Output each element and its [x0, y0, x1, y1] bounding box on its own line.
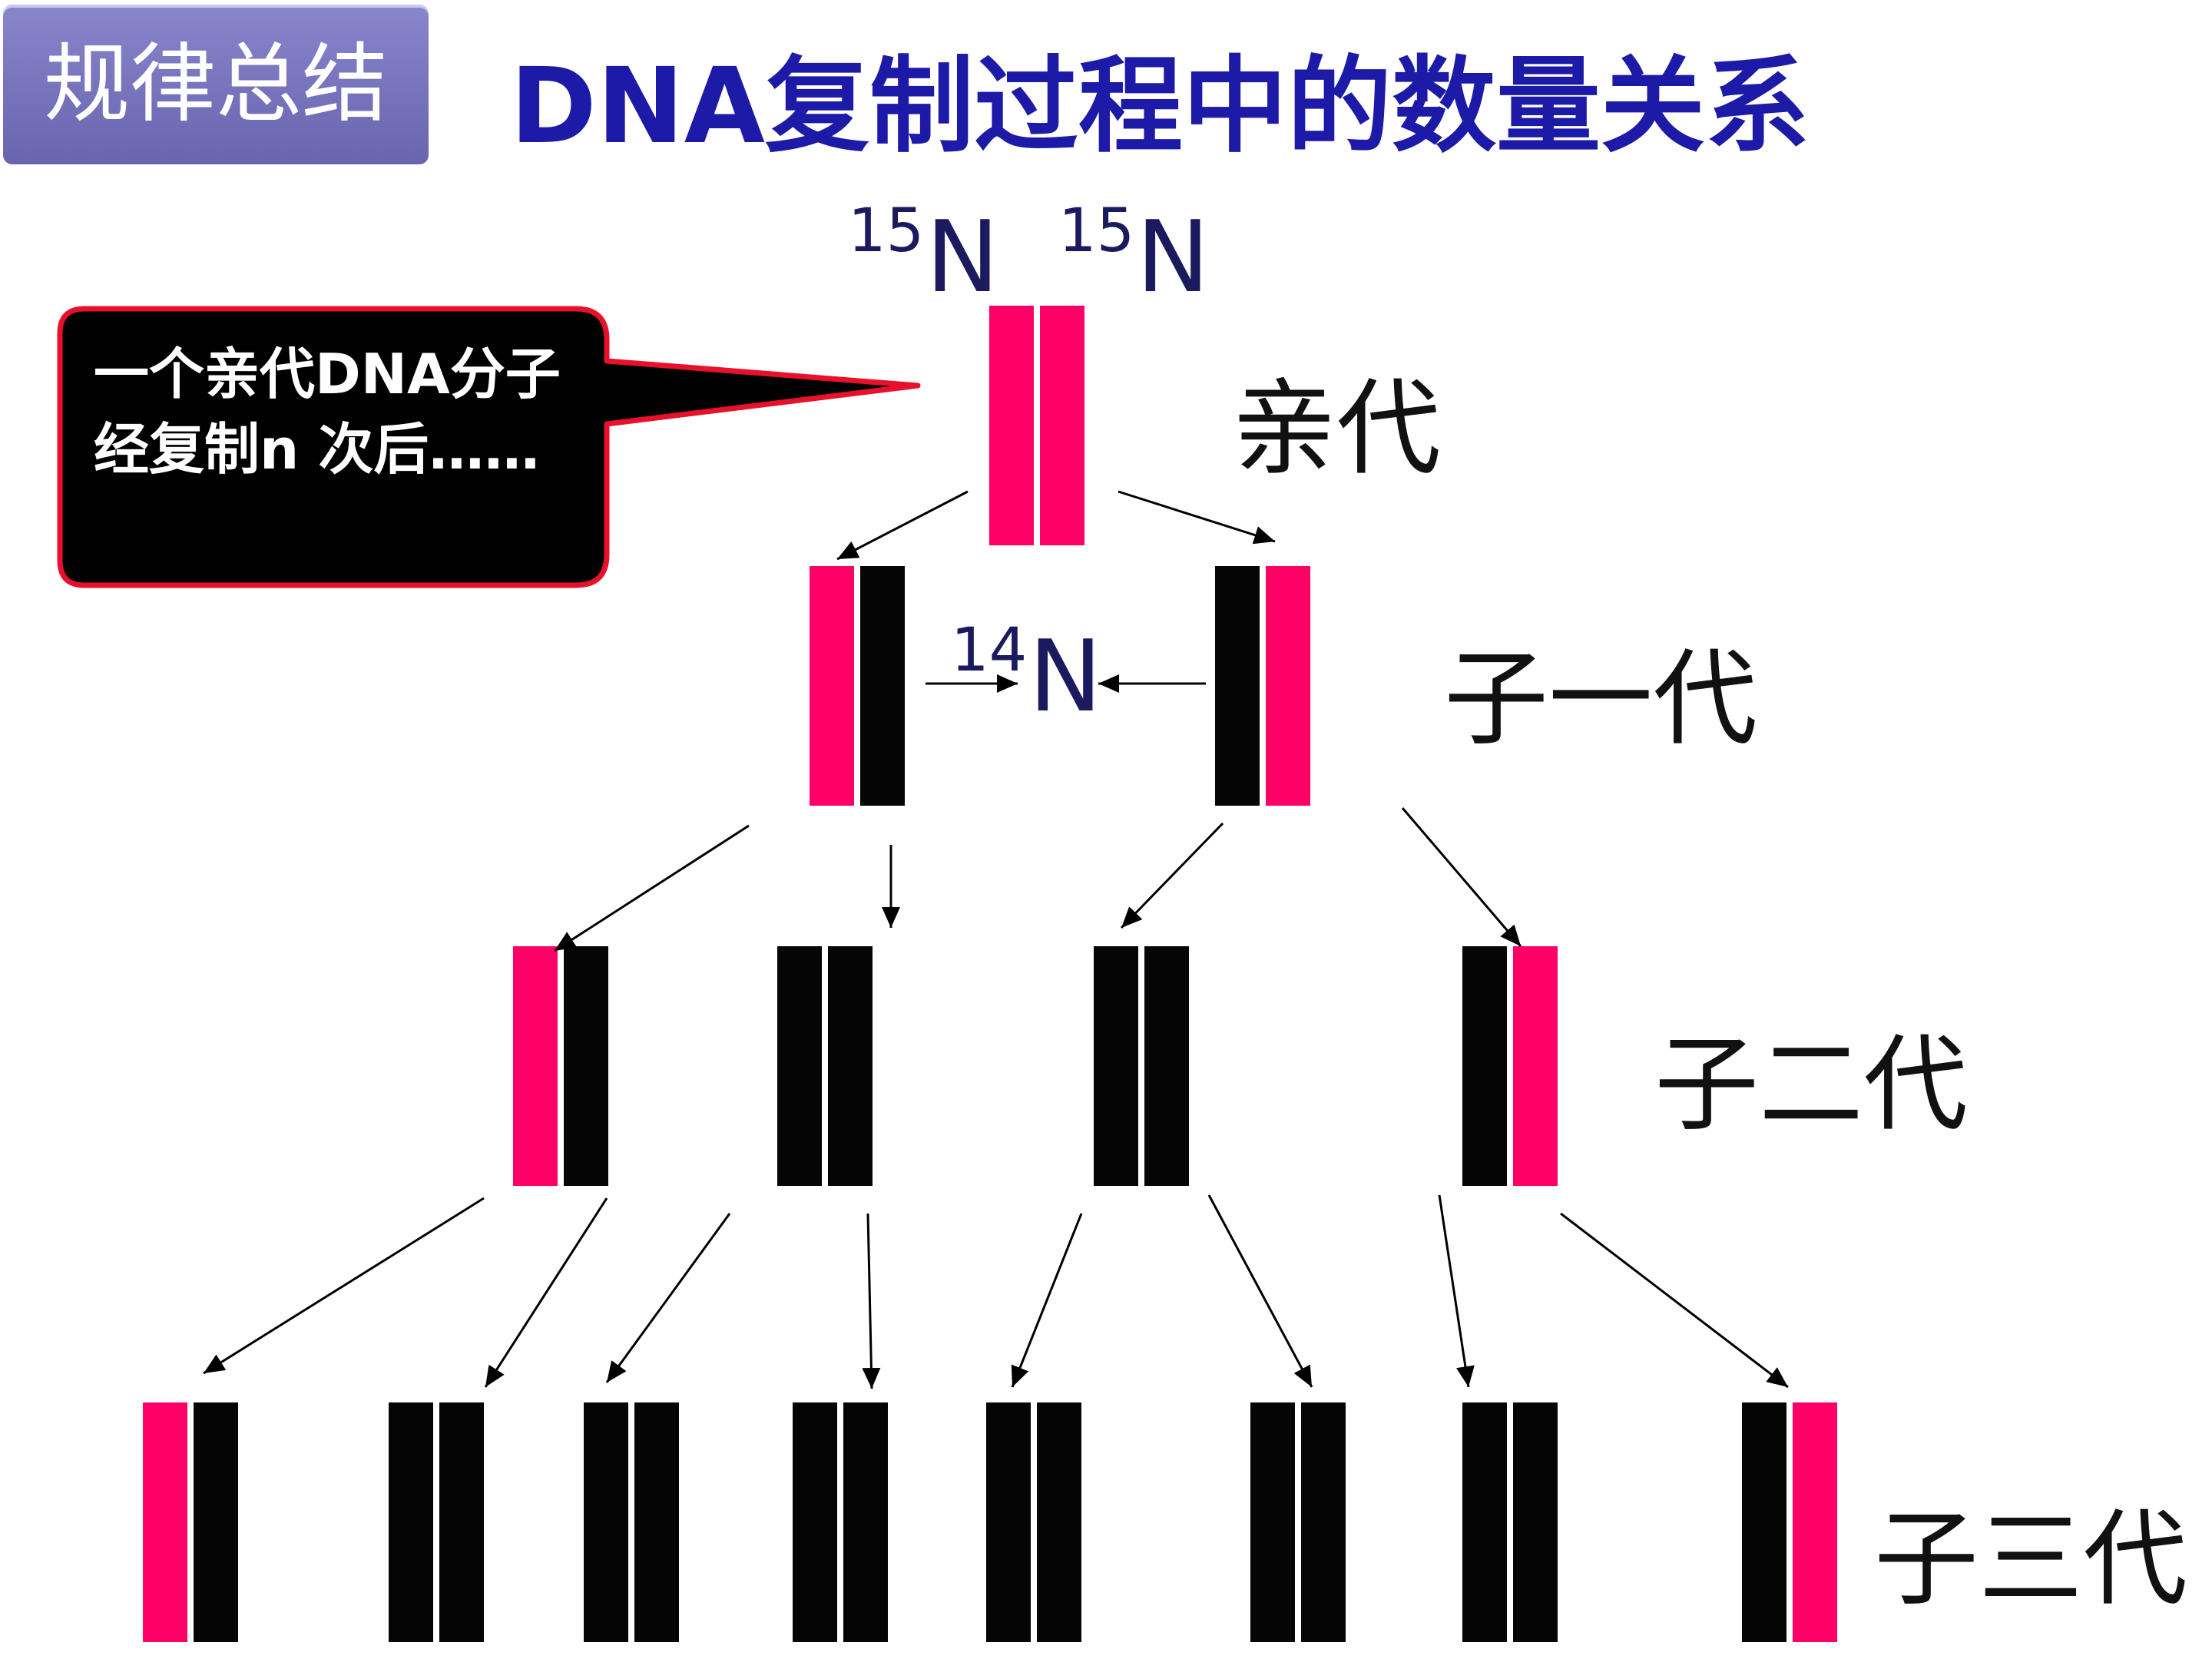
arrow-7 [1401, 807, 1522, 947]
right-strand [194, 1402, 238, 1642]
dna-molecule-gen2-2 [1094, 946, 1189, 1186]
section-tag-label: 规律总结 [44, 35, 388, 134]
left-strand [777, 946, 822, 1186]
right-strand [1266, 566, 1310, 806]
replication-arrows [203, 490, 1789, 1389]
callout-bubble [57, 306, 921, 588]
right-strand [1301, 1402, 1346, 1642]
dna-molecule-gen3-3 [793, 1402, 888, 1642]
arrow-14 [1438, 1194, 1475, 1388]
left-strand [1462, 1402, 1507, 1642]
arrow-9 [484, 1197, 608, 1388]
left-strand [1094, 946, 1138, 1186]
left-strand [1250, 1402, 1295, 1642]
left-strand [986, 1402, 1031, 1642]
arrow-15 [1560, 1212, 1789, 1389]
arrow-6 [1120, 822, 1224, 929]
dna-molecule-gen3-4 [986, 1402, 1081, 1642]
dna-molecule-gen2-3 [1462, 946, 1558, 1186]
dna-molecule-gen3-2 [584, 1402, 679, 1642]
arrow-1 [1118, 490, 1276, 545]
section-tag: 规律总结 [3, 5, 429, 164]
right-strand [564, 946, 608, 1186]
arrow-4 [554, 824, 750, 952]
dna-molecule-gen3-0 [143, 1402, 238, 1642]
isotope-symbol: N [1028, 620, 1103, 734]
dna-molecule-gen0-0 [989, 306, 1084, 545]
isotope-symbol: N [1136, 200, 1210, 315]
left-strand [584, 1402, 628, 1642]
generation-label-f1: 子一代 [1444, 639, 1757, 760]
dna-molecule-gen3-6 [1462, 1402, 1558, 1642]
dna-molecule-gen2-1 [777, 946, 873, 1186]
parent-left-isotope: 15N [848, 201, 999, 307]
dna-molecule-gen3-5 [1250, 1402, 1346, 1642]
right-strand [828, 946, 873, 1186]
new-strand-isotope: 14N [951, 621, 1102, 727]
dna-molecule-gen3-7 [1742, 1402, 1837, 1642]
isotope-mass: 15 [1058, 197, 1135, 266]
parent-right-isotope: 15N [1058, 201, 1210, 307]
arrow-12 [1011, 1213, 1083, 1388]
right-strand [1513, 1402, 1558, 1642]
callout-text: 一个亲代DNA分子经复制n 次后…… [94, 342, 561, 482]
right-strand [1513, 946, 1558, 1186]
left-strand [793, 1402, 837, 1642]
dna-molecule-gen1-1 [1215, 566, 1310, 806]
right-strand [843, 1402, 888, 1642]
right-strand [1793, 1402, 1837, 1642]
left-strand [1742, 1402, 1786, 1642]
isotope-mass: 14 [951, 616, 1028, 685]
right-strand [439, 1402, 484, 1642]
left-strand [1462, 946, 1507, 1186]
right-strand [1040, 306, 1084, 545]
dna-molecule-gen3-1 [389, 1402, 484, 1642]
arrow-13 [1207, 1194, 1313, 1388]
dna-molecule-gen2-0 [513, 946, 608, 1186]
right-strand [634, 1402, 679, 1642]
right-strand [1144, 946, 1189, 1186]
left-strand [810, 566, 854, 806]
right-strand [860, 566, 905, 806]
isotope-symbol: N [926, 200, 1000, 315]
left-strand [1215, 566, 1260, 806]
left-strand [513, 946, 558, 1186]
slide-title: DNA复制过程中的数量关系 [510, 46, 1810, 167]
dna-molecules [143, 306, 1837, 1642]
generation-label-f2: 子二代 [1654, 1025, 1968, 1146]
isotope-mass: 15 [848, 197, 925, 266]
left-strand [389, 1402, 433, 1642]
arrow-0 [836, 490, 969, 561]
dna-molecule-gen1-0 [810, 566, 905, 806]
arrow-11 [862, 1213, 881, 1389]
generation-label-parent: 亲代 [1232, 369, 1441, 490]
right-strand [1037, 1402, 1081, 1642]
arrow-10 [605, 1213, 731, 1383]
left-strand [143, 1402, 187, 1642]
arrow-8 [203, 1197, 485, 1375]
generation-label-f3: 子三代 [1874, 1499, 2187, 1621]
left-strand [989, 306, 1034, 545]
